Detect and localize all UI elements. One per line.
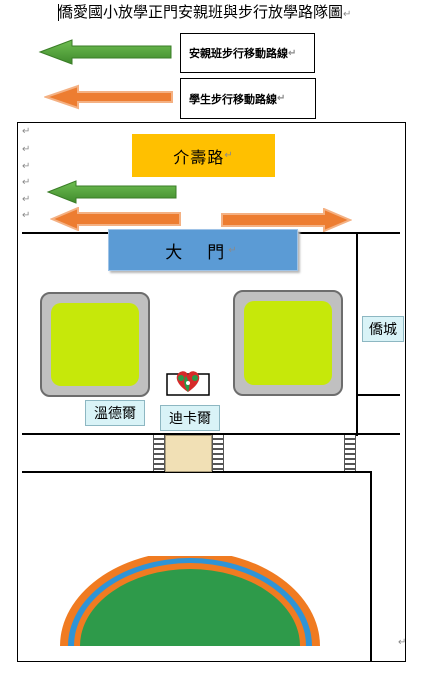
sports-track (60, 556, 320, 646)
paragraph-mark: ↵ (398, 637, 407, 648)
page-title: 僑愛國小放學正門安親班與步行放學路隊圖↵ (58, 2, 418, 25)
title-text: 僑愛國小放學正門安親班與步行放學路隊圖 (58, 3, 344, 21)
field-wall-line (370, 471, 372, 661)
side-street-line (356, 232, 358, 436)
left-court-field (51, 303, 139, 386)
paragraph-mark: ↵ (22, 126, 31, 137)
paragraph-mark: ↵ (22, 177, 31, 188)
legend-orange-label: 學生步行移動路線↵ (180, 78, 316, 119)
orange-route-arrow-left-icon (50, 207, 181, 231)
school-logo-icon (166, 371, 210, 396)
paragraph-mark: ↵ (22, 210, 31, 221)
school-wall-line (296, 232, 400, 234)
road-label: 介壽路↵ (132, 134, 275, 177)
road-line (22, 433, 400, 435)
place-label-center: 迪卡爾 (160, 405, 220, 431)
legend-green-label: 安親班步行移動路線↵ (180, 33, 315, 73)
school-wall-line (22, 232, 108, 234)
paragraph-mark: ↵ (22, 144, 31, 155)
paragraph-mark: ↵ (22, 194, 31, 205)
main-gate: 大 門↵ (108, 229, 298, 271)
crosswalk-right (212, 435, 224, 471)
crosswalk-far-right (344, 435, 356, 471)
place-label-right: 僑城 (362, 316, 404, 342)
green-route-arrow-icon (46, 180, 177, 204)
legend-orange-arrow-icon (44, 84, 173, 110)
paragraph-mark: ↵ (343, 9, 352, 20)
orange-route-arrow-right-icon (221, 208, 352, 232)
entrance-path (165, 435, 212, 472)
side-street-line (356, 394, 400, 396)
crosswalk-left (153, 435, 165, 471)
road-line (22, 471, 372, 473)
legend-green-arrow-icon (38, 39, 172, 65)
paragraph-mark: ↵ (22, 161, 31, 172)
text-cursor (58, 4, 59, 21)
place-label-left: 溫德爾 (85, 400, 145, 426)
right-court-field (244, 301, 332, 385)
map-frame (17, 122, 406, 662)
